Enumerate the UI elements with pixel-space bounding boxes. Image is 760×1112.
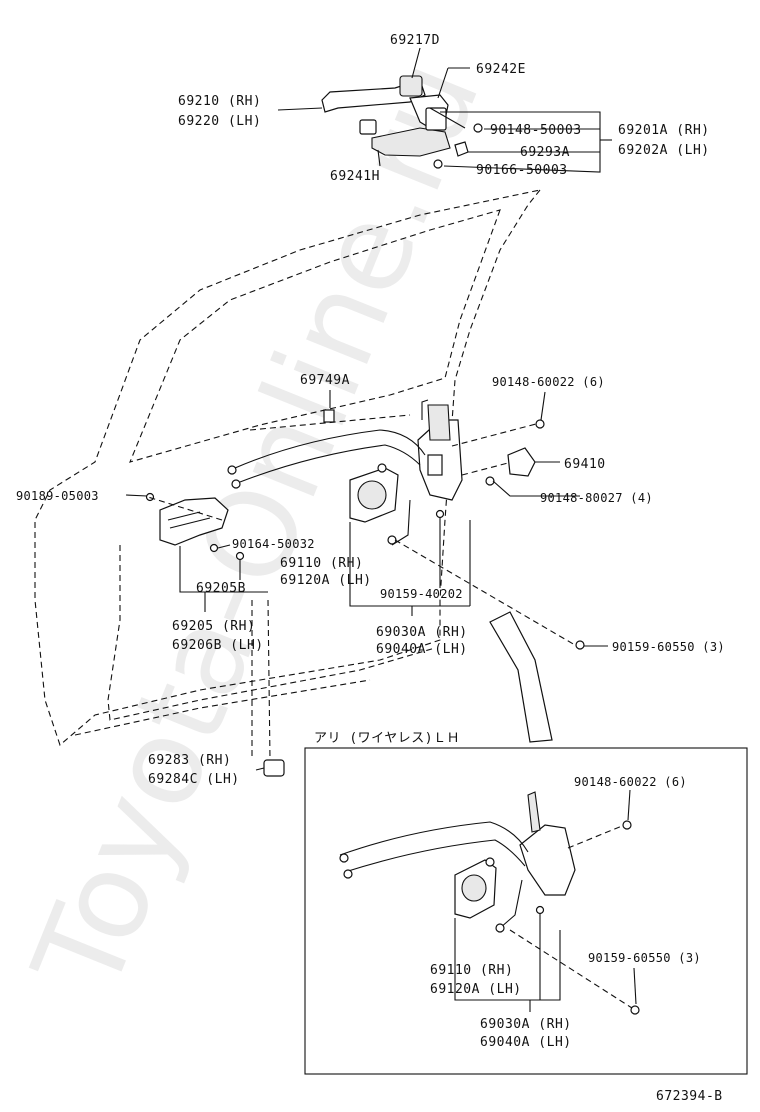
lock-cylinder (263, 759, 285, 777)
label-90159-60550: 90159-60550 (3) (612, 640, 725, 654)
inset-label-90159-60550: 90159-60550 (3) (588, 951, 701, 965)
label-69284C-lh: 69284C (LH) (148, 772, 240, 787)
label-69410: 69410 (564, 457, 606, 472)
label-69205-rh: 69205 (RH) (172, 619, 255, 634)
leader-lines (125, 47, 612, 771)
direction-arrow (489, 611, 553, 743)
lock-motor (349, 463, 399, 523)
inset-wireless-lh (304, 747, 748, 1075)
inset-label-69030A-rh: 69030A (RH) (480, 1017, 572, 1032)
label-69210-rh: 69210 (RH) (178, 94, 261, 109)
label-69205B: 69205B (196, 581, 246, 596)
door-outline (34, 189, 542, 746)
door-lock-assembly (387, 399, 463, 546)
label-69749A: 69749A (300, 373, 350, 388)
label-90166-50003: 90166-50003 (476, 163, 568, 178)
inset-label-69120A-lh: 69120A (LH) (430, 982, 522, 997)
label-69110-rh: 69110 (RH) (280, 556, 363, 571)
label-69201A-rh: 69201A (RH) (618, 123, 710, 138)
label-69217D: 69217D (390, 33, 440, 48)
figure-code: 672394-B (656, 1089, 723, 1104)
label-90164-50032: 90164-50032 (232, 537, 315, 551)
label-69241H: 69241H (330, 169, 380, 184)
striker-69410 (507, 447, 536, 477)
label-69206B-lh: 69206B (LH) (172, 638, 264, 653)
label-90148-60022: 90148-60022 (6) (492, 375, 605, 389)
clip-69749A (323, 409, 335, 423)
outer-handle-assembly (321, 75, 483, 169)
watermark: Toyota-Online.ru (8, 42, 508, 1012)
label-69242E: 69242E (476, 62, 526, 77)
part-labels: 69217D 69242E 69210 (RH) 69220 (LH) 9014… (16, 33, 725, 1104)
inner-handle-69205 (145, 492, 245, 561)
label-69120A-lh: 69120A (LH) (280, 573, 372, 588)
inset-title: アリ (ワイヤレス)ＬＨ (314, 731, 460, 746)
label-69283-rh: 69283 (RH) (148, 753, 231, 768)
screws (435, 419, 585, 650)
label-90148-80027: 90148-80027 (4) (540, 491, 653, 505)
inset-label-90148-60022: 90148-60022 (6) (574, 775, 687, 789)
label-90189-05003: 90189-05003 (16, 489, 99, 503)
label-69220-lh: 69220 (LH) (178, 114, 261, 129)
label-90159-40202: 90159-40202 (380, 587, 463, 601)
inset-label-69110-rh: 69110 (RH) (430, 963, 513, 978)
label-69202A-lh: 69202A (LH) (618, 143, 710, 158)
label-69030A-rh: 69030A (RH) (376, 625, 468, 640)
control-cables (227, 429, 426, 489)
label-90148-50003: 90148-50003 (490, 123, 582, 138)
inset-label-69040A-lh: 69040A (LH) (480, 1035, 572, 1050)
label-69293A: 69293A (520, 145, 570, 160)
label-69040A-lh: 69040A (LH) (376, 642, 468, 657)
